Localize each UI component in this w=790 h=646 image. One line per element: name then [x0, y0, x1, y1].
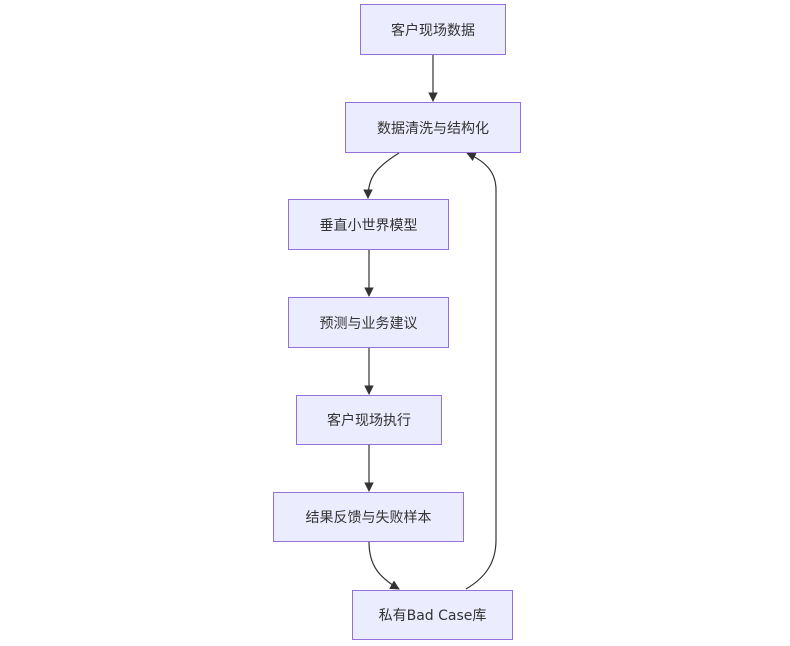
node-vertical-small-world-model: 垂直小世界模型 [288, 199, 449, 250]
node-label: 垂直小世界模型 [319, 217, 418, 234]
edge-n2-n3 [363, 152, 400, 199]
node-label: 客户现场数据 [391, 22, 475, 39]
edge-n7-n2 [465, 152, 497, 590]
node-customer-site-data: 客户现场数据 [360, 4, 506, 55]
node-feedback-and-failure-samples: 结果反馈与失败样本 [273, 492, 464, 542]
node-label: 私有Bad Case库 [378, 608, 487, 624]
node-private-bad-case-library: 私有Bad Case库 [352, 590, 513, 640]
node-label: 结果反馈与失败样本 [305, 510, 432, 526]
node-data-cleaning: 数据清洗与结构化 [345, 102, 521, 153]
node-label: 预测与业务建议 [319, 315, 418, 332]
node-customer-site-execution: 客户现场执行 [296, 395, 442, 445]
node-prediction-and-advice: 预测与业务建议 [288, 297, 449, 348]
node-label: 数据清洗与结构化 [377, 120, 489, 137]
edge-n6-n7 [368, 541, 400, 590]
node-label: 客户现场执行 [327, 413, 411, 429]
